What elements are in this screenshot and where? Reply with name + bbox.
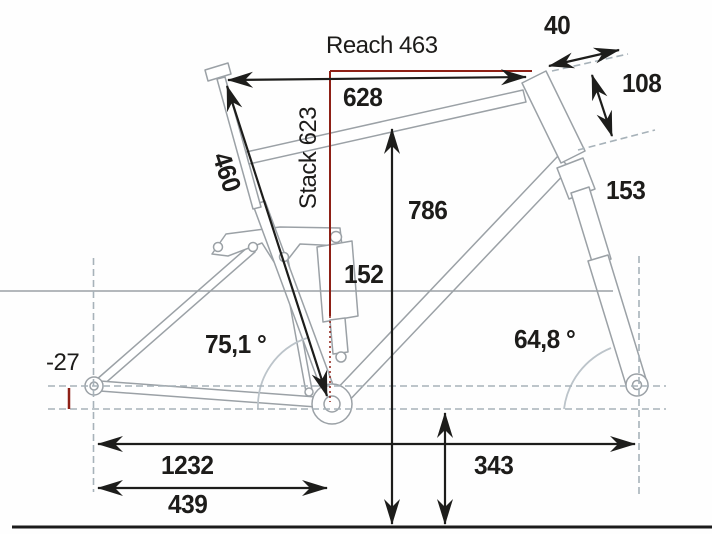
fork-label: 153 xyxy=(606,175,646,205)
chainstay-label: 439 xyxy=(168,489,208,519)
reach-label: Reach 463 xyxy=(326,32,438,59)
seat-angle-label: 75,1 ° xyxy=(205,329,267,359)
bb-drop-label: -27 xyxy=(46,349,80,376)
bb-height-label: 343 xyxy=(474,450,514,480)
headtube-extension-label: 40 xyxy=(544,10,571,40)
head-tube-label: 108 xyxy=(622,68,662,98)
dimension-arrows xyxy=(97,47,636,525)
shock-label: 152 xyxy=(344,259,384,289)
frame-tubes xyxy=(95,62,647,409)
standover-label: 786 xyxy=(408,195,448,225)
head-angle-label: 64,8 ° xyxy=(514,324,576,354)
stack-label: Stack 623 xyxy=(295,106,322,210)
wheelbase-label: 1232 xyxy=(161,450,214,480)
top-tube-label: 628 xyxy=(343,82,383,112)
